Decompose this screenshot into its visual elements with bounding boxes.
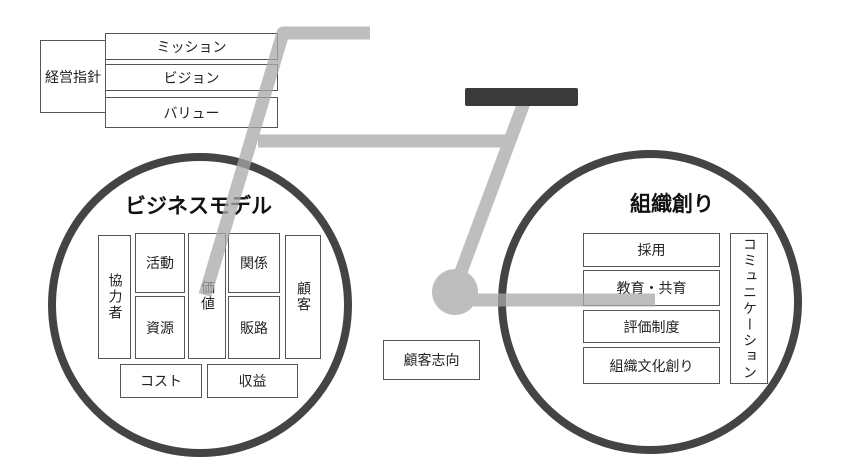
seat-tube — [448, 97, 532, 291]
communication-box: コミュニケーション — [730, 233, 768, 384]
business-model-title: ビジネスモデル — [125, 194, 272, 218]
activities-box: 活動 — [135, 233, 185, 293]
mission-box: ミッション — [105, 33, 278, 60]
resources-box: 資源 — [135, 296, 185, 359]
left-wheel — [48, 153, 352, 457]
organization-title: 組織創り — [630, 192, 714, 216]
cost-box: コスト — [120, 364, 202, 398]
management-policy-box: 経営指針 — [40, 40, 106, 113]
customer-orientation-box: 顧客志向 — [383, 340, 480, 380]
relationships-box: 関係 — [228, 233, 280, 293]
culture-box: 組織文化創り — [583, 347, 720, 384]
seat — [465, 88, 578, 106]
vision-box: ビジョン — [105, 64, 278, 91]
channels-box: 販路 — [228, 296, 280, 359]
handlebar — [198, 26, 370, 297]
revenue-box: 収益 — [207, 364, 298, 398]
hiring-box: 採用 — [583, 233, 720, 267]
values-box: バリュー — [105, 97, 278, 128]
customers-box: 顧客 — [285, 235, 321, 359]
crank — [432, 269, 478, 315]
partners-box: 協力者 — [98, 235, 131, 359]
evaluation-box: 評価制度 — [583, 310, 720, 343]
